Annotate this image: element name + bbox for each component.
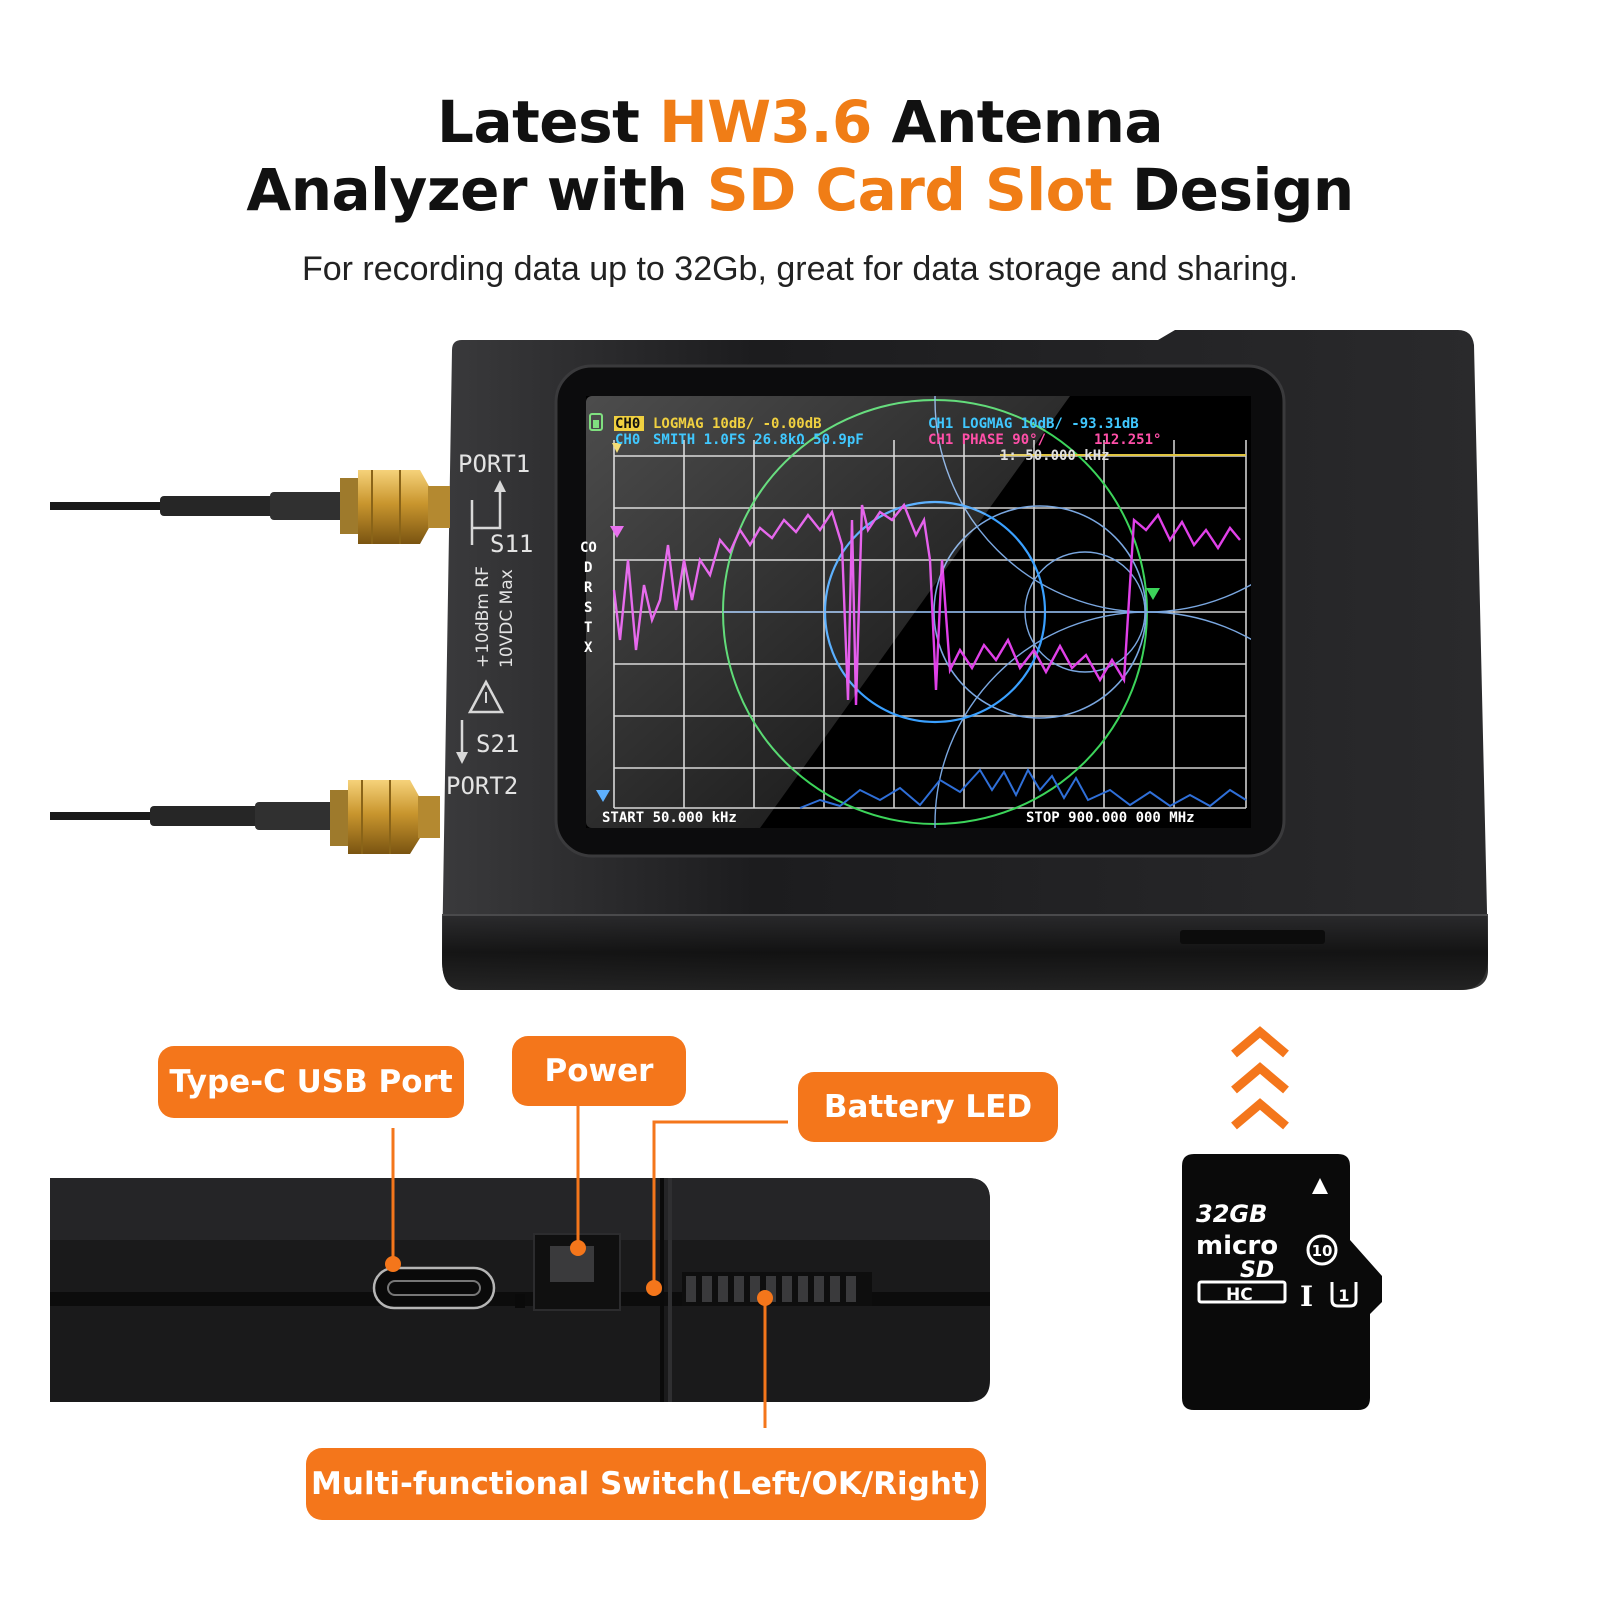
callout-multi-function-switch: Multi-functional Switch(Left/OK/Right)	[306, 1448, 986, 1520]
sd-uhs-class: 1	[1338, 1286, 1349, 1305]
headline-line-1: Latest HW3.6 Antenna	[436, 88, 1164, 156]
ch1-phase-value: 112.251°	[1094, 432, 1161, 448]
svg-text:R: R	[584, 580, 593, 596]
ch1-phase-label: CH1 PHASE 90°/	[928, 432, 1046, 448]
ch0-tag: CH0	[615, 416, 640, 432]
headline-highlight-sd: SD Card Slot	[706, 156, 1113, 224]
dc-rating-label: 10VDC Max	[497, 569, 517, 668]
s11-arrow-icon	[470, 490, 502, 545]
sma-connector-port2	[330, 780, 440, 854]
cable-port1	[50, 492, 360, 520]
marker-smith	[1146, 588, 1160, 600]
sdhc-logo-box	[1197, 1280, 1287, 1304]
port2-label: PORT2	[446, 772, 518, 800]
sd-card-slot	[1180, 930, 1325, 944]
start-frequency: START 50.000 kHz	[602, 810, 737, 826]
subtitle: For recording data up to 32Gb, great for…	[301, 250, 1299, 288]
callout-usb-port: Type-C USB Port	[158, 1046, 464, 1118]
sd-capacity-label: 32GB	[1196, 1200, 1267, 1228]
sd-logo-hc: HC	[1226, 1285, 1253, 1305]
sd-class-label: 10	[1312, 1242, 1333, 1260]
callout-power: Power	[512, 1036, 686, 1106]
svg-text:T: T	[584, 620, 592, 636]
sd-uhs-label: I	[1300, 1280, 1313, 1313]
usb-c-port[interactable]	[372, 1266, 496, 1310]
screen-glare	[586, 396, 1070, 828]
ch0-smith-tag: CH0	[615, 432, 640, 448]
callout-leaders	[391, 1102, 788, 1428]
class10-icon	[1306, 1234, 1338, 1266]
card-orientation-arrow-icon	[1312, 1178, 1328, 1194]
sd-logo-micro: micro	[1196, 1231, 1278, 1261]
headline-line-2: Analyzer with SD Card Slot Design	[246, 156, 1354, 224]
sma-connector-port1	[340, 470, 450, 544]
cal-status-column: CO D R S T X	[580, 540, 597, 656]
s21-label: S21	[476, 730, 519, 758]
s11-label: S11	[490, 530, 533, 558]
svg-text:D: D	[584, 560, 592, 576]
svg-text:S: S	[584, 600, 592, 616]
sd-logo-sd: SD	[1240, 1258, 1274, 1283]
trace-ch1	[799, 767, 1247, 809]
marker-readout: 1: 50.000 kHz	[1000, 448, 1110, 464]
warning-icon	[467, 679, 505, 714]
stop-frequency: STOP 900.000 000 MHz	[1026, 810, 1195, 826]
ch1-logmag-readout: CH1 LOGMAG 10dB/ -93.31dB	[928, 416, 1139, 432]
multi-function-switch[interactable]	[682, 1272, 872, 1306]
port1-label: PORT1	[458, 450, 530, 478]
callout-battery-led: Battery LED	[798, 1072, 1058, 1142]
svg-text:CO: CO	[580, 540, 597, 556]
cable-port2	[50, 802, 345, 830]
insert-direction-arrows-icon	[1231, 1026, 1289, 1130]
svg-text:X: X	[584, 640, 593, 656]
ch0-smith-readout: SMITH 1.0FS 26.8kΩ 50.9pF	[653, 432, 864, 448]
headline-highlight-hw: HW3.6	[659, 88, 872, 156]
uhs-icon	[1330, 1282, 1358, 1308]
device-side-view	[50, 1178, 990, 1402]
ch0-logmag-readout: LOGMAG 10dB/ -0.00dB	[653, 416, 822, 432]
rf-rating-label: +10dBm RF	[473, 566, 493, 668]
